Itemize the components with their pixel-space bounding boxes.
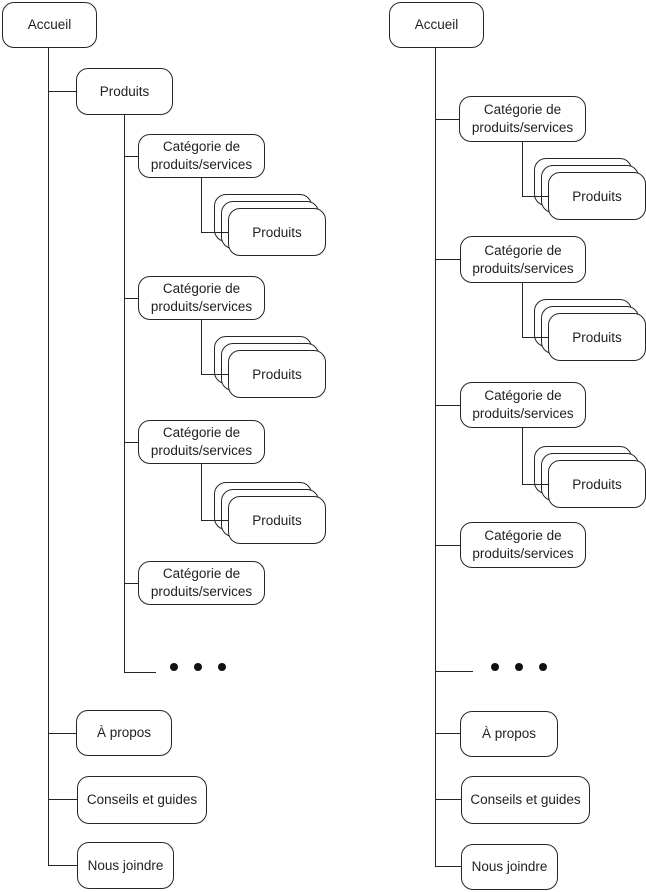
connector-line [522, 142, 524, 196]
stack-front-card: Produits [548, 313, 646, 361]
connector-line [201, 520, 228, 522]
left-node-category-1: Catégorie de produits/services [138, 134, 265, 178]
right-products-stack-1: Produits [534, 158, 646, 220]
right-products-stack-3: Produits [534, 446, 646, 508]
connector-line [124, 156, 138, 158]
right-products-stack-2: Produits [534, 299, 646, 361]
right-node-category-2: Catégorie de produits/services [460, 236, 586, 283]
ellipsis-dots [491, 663, 547, 671]
connector-line [435, 405, 460, 407]
connector-line [522, 283, 524, 337]
right-node-accueil: Accueil [389, 2, 484, 48]
stack-front-card: Produits [228, 208, 326, 256]
left-node-produits: Produits [76, 68, 173, 115]
connector-line [522, 337, 548, 339]
dot [218, 663, 226, 671]
connector-line [48, 733, 76, 735]
connector-line [124, 583, 138, 585]
connector-line [201, 320, 203, 374]
connector-line [48, 91, 76, 93]
right-node-category-1: Catégorie de produits/services [459, 96, 586, 142]
connector-line [435, 119, 459, 121]
ellipsis-dots [170, 663, 226, 671]
dot [539, 663, 547, 671]
connector-line [201, 178, 203, 232]
connector-line [124, 115, 126, 673]
dot [491, 663, 499, 671]
dot [515, 663, 523, 671]
connector-line [201, 464, 203, 520]
connector-line [522, 428, 524, 484]
connector-line [48, 865, 77, 867]
left-products-stack-1: Produits [214, 194, 326, 256]
left-node-conseils: Conseils et guides [77, 776, 207, 824]
left-products-stack-3: Produits [214, 482, 326, 544]
right-node-conseils: Conseils et guides [461, 776, 590, 824]
connector-line [435, 733, 460, 735]
left-node-category-2: Catégorie de produits/services [138, 276, 265, 320]
dot [194, 663, 202, 671]
stack-front-card: Produits [548, 172, 646, 220]
left-node-a-propos: À propos [76, 710, 172, 756]
stack-front-card: Produits [548, 460, 646, 508]
connector-line [48, 47, 50, 866]
connector-line [124, 298, 138, 300]
dot [170, 663, 178, 671]
connector-line [435, 259, 460, 261]
connector-line [48, 799, 77, 801]
right-node-category-4: Catégorie de produits/services [460, 522, 586, 568]
left-node-accueil: Accueil [2, 2, 97, 48]
connector-line [435, 866, 461, 868]
right-node-a-propos: À propos [460, 711, 558, 757]
connector-line [201, 232, 228, 234]
left-products-stack-2: Produits [214, 336, 326, 398]
connector-line [124, 672, 156, 674]
stack-front-card: Produits [228, 496, 326, 544]
connector-line [124, 442, 138, 444]
left-node-category-3: Catégorie de produits/services [138, 420, 265, 464]
connector-line [522, 196, 548, 198]
connector-line [201, 374, 228, 376]
right-node-category-3: Catégorie de produits/services [460, 382, 586, 428]
right-node-nous-joindre: Nous joindre [461, 844, 558, 890]
left-node-category-4: Catégorie de produits/services [138, 561, 265, 605]
connector-line [435, 545, 460, 547]
stack-front-card: Produits [228, 350, 326, 398]
connector-line [522, 484, 548, 486]
left-node-nous-joindre: Nous joindre [77, 842, 174, 889]
connector-line [435, 671, 473, 673]
connector-line [435, 47, 437, 867]
connector-line [435, 799, 461, 801]
